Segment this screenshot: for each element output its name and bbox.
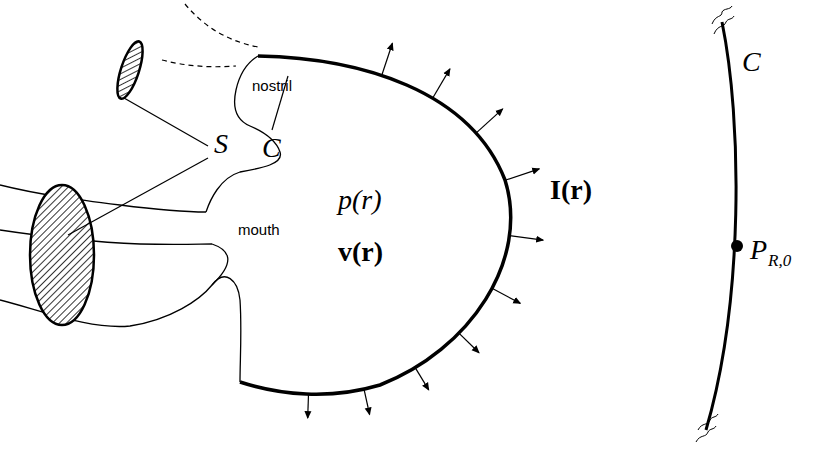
point-symbol: P [750,236,767,264]
intensity-arrow [476,109,503,133]
break-mark [714,16,734,34]
intensity-arrows [308,43,544,418]
break-mark [712,6,732,24]
intensity-arrow [307,394,309,418]
velocity-symbol: v(r) [338,238,383,266]
intensity-arrow [433,69,450,98]
boundary-curve [240,56,511,394]
dashed-passage [162,60,236,67]
dashed-passage [185,4,258,47]
pressure-symbol: p(r) [338,186,382,214]
boundary-detail [706,22,736,430]
point-subscript: R,0 [768,252,791,269]
intensity-arrow [492,288,520,303]
intensity-arrow [382,43,393,75]
mouth-corner [212,244,228,285]
intensity-arrow [364,389,370,414]
intensity-arrow [415,368,429,390]
point-marker [731,240,743,252]
intensity-arrow [459,333,479,353]
upper-lip [0,185,206,212]
intensity-arrow [505,169,539,180]
surface-symbol: S [214,130,228,158]
break-mark [696,426,716,442]
curve-symbol: C [262,134,281,162]
leader-line [68,158,208,235]
curve-symbol: C [742,48,761,76]
region-label: nostril [252,78,292,93]
nostril-surface [112,39,148,102]
leader-line [124,98,208,146]
mouth-surface [30,185,94,325]
intensity-arrow [510,236,544,241]
intensity-symbol: I(r) [550,176,592,204]
region-label: mouth [238,222,280,237]
